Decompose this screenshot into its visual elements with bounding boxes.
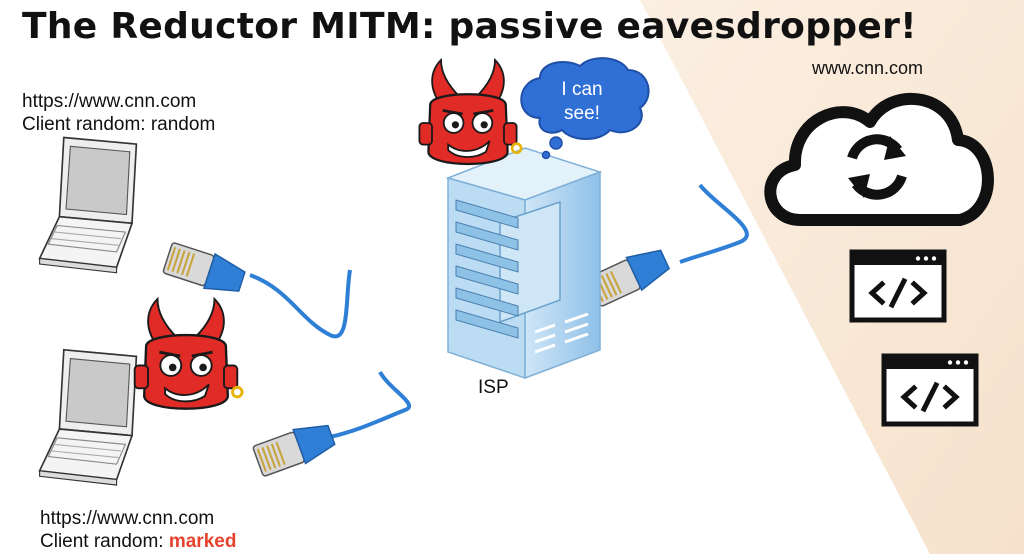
speech-bubble	[520, 57, 650, 160]
speech-bubble-line2: see!	[564, 103, 600, 124]
server-tower	[445, 147, 603, 380]
client-bottom-label: https://www.cnn.com Client random: marke…	[40, 507, 236, 553]
isp-label: ISP	[478, 377, 509, 398]
speech-bubble-line1: I can	[561, 79, 603, 100]
client-top-url: https://www.cnn.com	[22, 91, 197, 112]
code-window-icon-1	[852, 252, 944, 320]
client-bottom-url: https://www.cnn.com	[40, 508, 215, 529]
ethernet-connector-bottom	[250, 417, 339, 480]
laptop-bottom	[38, 348, 138, 486]
slide-title: The Reductor MITM: passive eavesdropper!	[22, 6, 917, 47]
code-window-icon-2	[884, 356, 976, 424]
server-site-label: www.cnn.com	[812, 58, 924, 78]
laptop-top	[38, 136, 138, 274]
devil-on-server	[418, 58, 523, 166]
client-top-random-label: Client random:	[22, 114, 146, 135]
cloud-sync-icon	[764, 92, 994, 226]
cable-bottom-laptop	[329, 370, 412, 439]
client-top-label: https://www.cnn.com Client random: rando…	[22, 90, 215, 136]
background-wedge	[640, 0, 1024, 554]
cable-isp-cloud	[679, 183, 749, 264]
client-bottom-random-label: Client random:	[40, 531, 164, 552]
client-top-random-value: random	[150, 114, 216, 135]
client-bottom-random-value: marked	[168, 531, 237, 552]
devil-on-laptop	[133, 297, 244, 411]
cable-top-laptop	[249, 269, 352, 339]
speech-bubble-text: I can see!	[536, 78, 628, 126]
ethernet-connector-top	[161, 239, 249, 300]
